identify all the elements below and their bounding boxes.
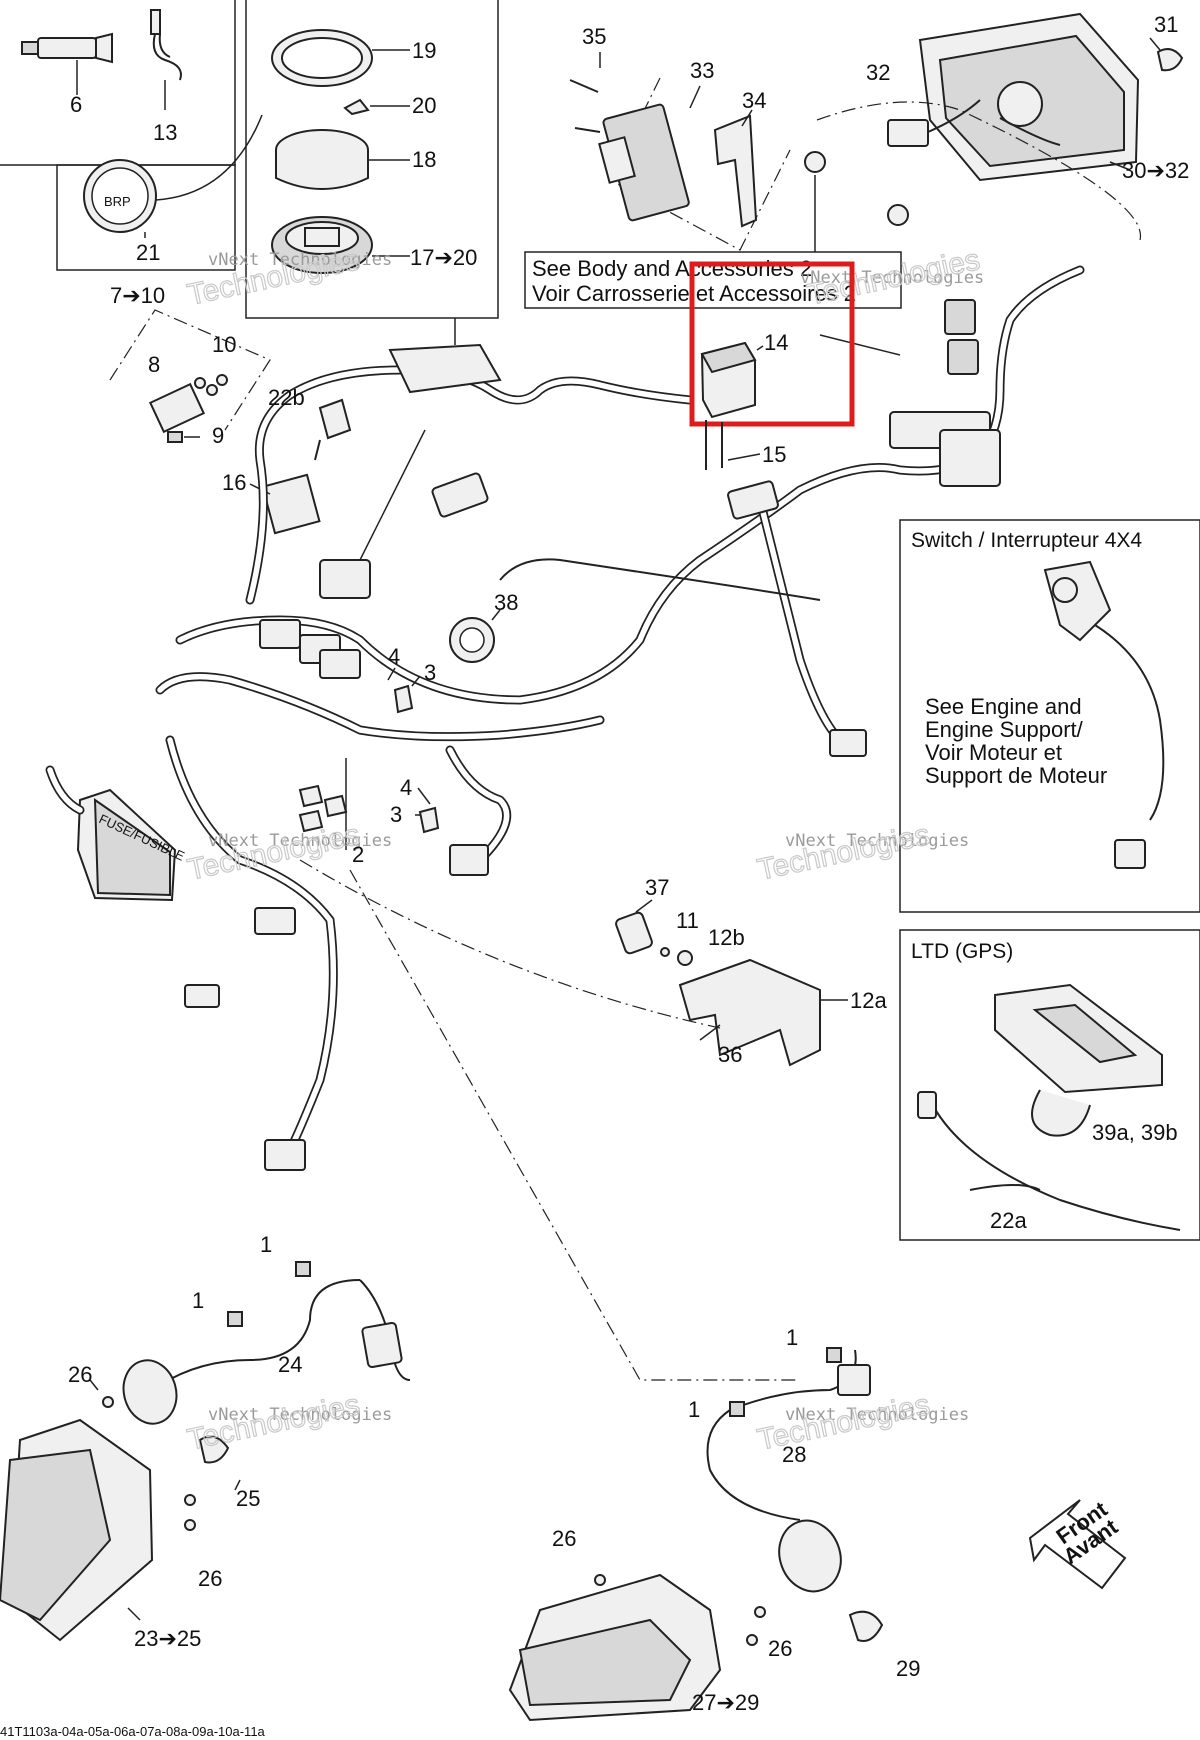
callout-39a-39b: 39a, 39b (1092, 1120, 1178, 1145)
callout-27-29: 27➔29 (692, 1690, 759, 1715)
callout-21: 21 (136, 240, 160, 265)
svg-text:Support de Moteur: Support de Moteur (925, 763, 1107, 788)
grease-tube-part (21, 32, 113, 95)
callout-29: 29 (896, 1656, 920, 1681)
callout-26a: 26 (68, 1362, 92, 1387)
callout-23-25: 23➔25 (134, 1626, 201, 1651)
fuse-box-part: FUSE/FUSIBLE (45, 765, 220, 1008)
svg-text:Engine Support/: Engine Support/ (925, 717, 1084, 742)
callout-8: 8 (148, 352, 160, 377)
gps-box: LTD (GPS) (899, 929, 1200, 1241)
svg-text:vNext Technologies: vNext Technologies (785, 831, 969, 851)
svg-text:See Engine and: See Engine and (925, 694, 1082, 719)
harness-bracket-part (359, 318, 502, 561)
callout-13: 13 (153, 120, 177, 145)
svg-text:BRP: BRP (104, 194, 131, 209)
callout-22a: 22a (990, 1208, 1027, 1233)
switch-4x4-box: Switch / Interrupteur 4X4 See Engine and… (899, 519, 1200, 913)
highlight-part-14[interactable] (689, 261, 855, 470)
callout-38: 38 (494, 590, 518, 615)
callout-12a: 12a (850, 988, 887, 1013)
callout-3b: 3 (390, 802, 402, 827)
callout-37: 37 (645, 875, 669, 900)
svg-text:See Body and Accessories 2: See Body and Accessories 2 (532, 256, 812, 281)
body-note-box: See Body and Accessories 2 Voir Carrosse… (524, 251, 902, 309)
callout-16: 16 (222, 470, 246, 495)
callout-11: 11 (676, 908, 699, 933)
svg-text:vNext Technologies: vNext Technologies (208, 1405, 392, 1425)
svg-text:vNext Technologies: vNext Technologies (208, 831, 392, 851)
relay-block-group (819, 299, 1001, 487)
svg-text:vNext Technologies: vNext Technologies (785, 1405, 969, 1425)
callout-36: 36 (718, 1042, 742, 1067)
callout-3a: 3 (424, 660, 436, 685)
gauge-face-part: BRP (56, 114, 263, 271)
callout-19: 19 (412, 38, 436, 63)
front-direction-arrow: Front Avant (1028, 1496, 1127, 1590)
callout-4a: 4 (388, 644, 400, 669)
callout-18: 18 (412, 147, 436, 172)
callout-25: 25 (236, 1486, 260, 1511)
callout-26c: 26 (552, 1526, 576, 1551)
callout-15: 15 (762, 442, 786, 467)
svg-text:LTD (GPS): LTD (GPS) (911, 940, 1013, 963)
callout-32: 32 (866, 60, 890, 85)
grommet-parts (804, 101, 1142, 252)
svg-text:Voir Moteur et: Voir Moteur et (925, 740, 1062, 765)
callout-33: 33 (690, 58, 714, 83)
callout-20: 20 (412, 93, 436, 118)
callout-10: 10 (212, 332, 236, 357)
gauge-assembly (271, 29, 410, 274)
callout-14: 14 (764, 330, 788, 355)
callout-31: 31 (1154, 12, 1178, 37)
callout-26b: 26 (198, 1566, 222, 1591)
callout-1c: 1 (786, 1325, 798, 1350)
callout-17-20: 17➔20 (410, 245, 477, 270)
callout-1d: 1 (688, 1397, 700, 1422)
mount-bracket-group (299, 859, 848, 1067)
cable-tie-part (150, 9, 182, 110)
drawing-code: 41T1103a-04a-05a-06a-07a-08a-09a-10a-11a (0, 1724, 266, 1739)
svg-text:vNext Technologies: vNext Technologies (800, 268, 984, 288)
tail-light-group (887, 12, 1184, 182)
callout-labels: 6 13 19 20 18 17➔20 21 35 33 34 32 31 30… (68, 12, 1189, 1715)
callout-12b: 12b (708, 925, 745, 950)
callout-2: 2 (352, 842, 364, 867)
right-headlight-group (508, 1347, 884, 1722)
svg-text:Technologies: Technologies (185, 1388, 363, 1457)
svg-text:vNext Technologies: vNext Technologies (208, 250, 392, 270)
connector-kit-group (109, 309, 352, 535)
module-bracket-group (569, 52, 791, 251)
callout-26d: 26 (768, 1636, 792, 1661)
callout-7-10: 7➔10 (110, 283, 165, 308)
callout-1b: 1 (192, 1288, 204, 1313)
callout-30-32: 30➔32 (1122, 158, 1189, 183)
callout-1a: 1 (260, 1232, 272, 1257)
callout-28: 28 (782, 1442, 806, 1467)
callout-35: 35 (582, 24, 606, 49)
svg-text:Switch / Interrupteur 4X4: Switch / Interrupteur 4X4 (911, 529, 1142, 552)
callout-6: 6 (70, 92, 82, 117)
callout-34: 34 (742, 88, 766, 113)
callout-4b: 4 (400, 775, 412, 800)
callout-9: 9 (212, 423, 224, 448)
callout-24: 24 (278, 1352, 302, 1377)
left-headlight-group (0, 1261, 411, 1642)
callout-22b: 22b (268, 385, 305, 410)
power-outlet-part (298, 609, 501, 850)
